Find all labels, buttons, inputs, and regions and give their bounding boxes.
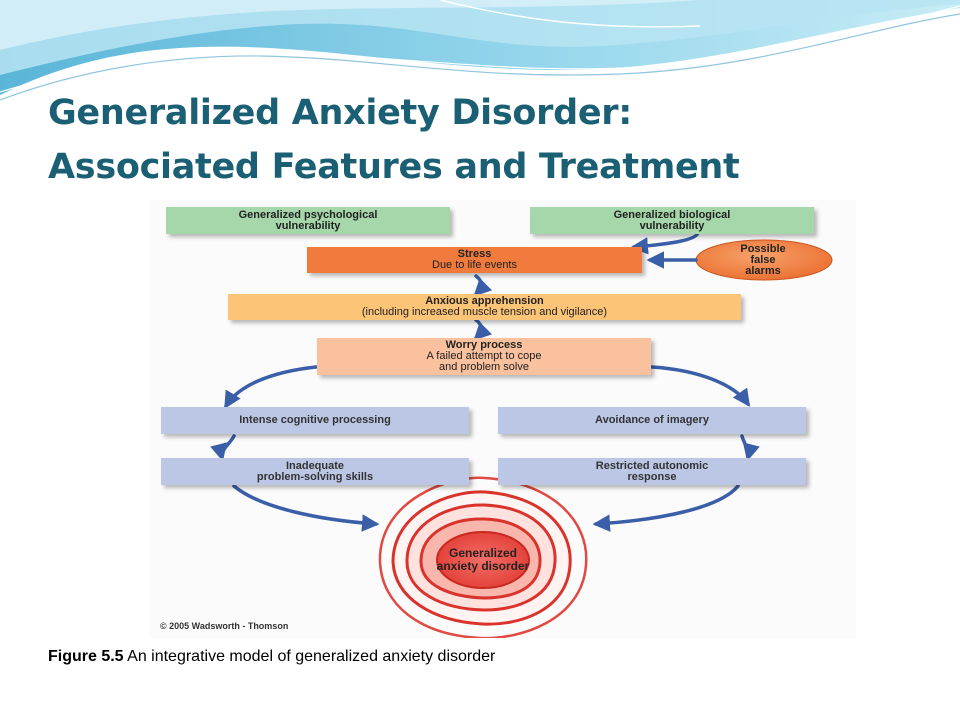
arrow-worry-to-cognitive xyxy=(224,365,318,409)
header-wave-decoration xyxy=(0,0,960,101)
diagram-arrows-and-target xyxy=(210,230,833,638)
biological-vulnerability-box: Generalized biological vulnerability xyxy=(530,207,814,234)
figure-caption-label: Figure 5.5 xyxy=(48,648,124,665)
copyright-notice: © 2005 Wadsworth - Thomson xyxy=(160,621,289,631)
arrow-apprehension-to-worry xyxy=(473,318,493,341)
false-alarms-label: Possible false alarms xyxy=(740,242,786,277)
slide-title: Generalized Anxiety Disorder: Associated… xyxy=(48,86,740,194)
stress-box: Stress Due to life events xyxy=(307,247,642,273)
cognitive-processing-box: Intense cognitive processing xyxy=(161,407,469,434)
autonomic-response-box: Restricted autonomic response xyxy=(498,458,806,485)
problem-solving-box: Inadequate problem-solving skills xyxy=(161,458,469,485)
arrow-problem-to-target xyxy=(232,484,380,532)
psychological-vulnerability-box: Generalized psychological vulnerability xyxy=(166,207,450,234)
arrow-autonomic-to-target xyxy=(592,484,740,532)
arrow-cognitive-to-problem xyxy=(210,434,236,462)
slide-title-line-1: Generalized Anxiety Disorder: xyxy=(48,93,632,133)
avoidance-imagery-box: Avoidance of imagery xyxy=(498,407,806,434)
arrow-stress-to-apprehension xyxy=(473,274,493,297)
figure-caption: Figure 5.5 An integrative model of gener… xyxy=(48,648,495,666)
slide-title-line-2: Associated Features and Treatment xyxy=(48,147,740,187)
arrow-bio-to-stress xyxy=(630,230,700,255)
anxiety-model-diagram: Generalized psychological vulnerability … xyxy=(150,200,856,638)
arrow-worry-to-avoidance xyxy=(650,365,751,407)
arrow-avoidance-to-autonomic xyxy=(740,434,760,462)
target-rings xyxy=(378,476,588,638)
gad-outcome-label: Generalized anxiety disorder xyxy=(436,546,530,573)
figure-caption-text: An integrative model of generalized anxi… xyxy=(123,648,496,665)
worry-process-box: Worry process A failed attempt to cope a… xyxy=(317,338,651,375)
anxious-apprehension-box: Anxious apprehension (including increase… xyxy=(228,294,741,320)
